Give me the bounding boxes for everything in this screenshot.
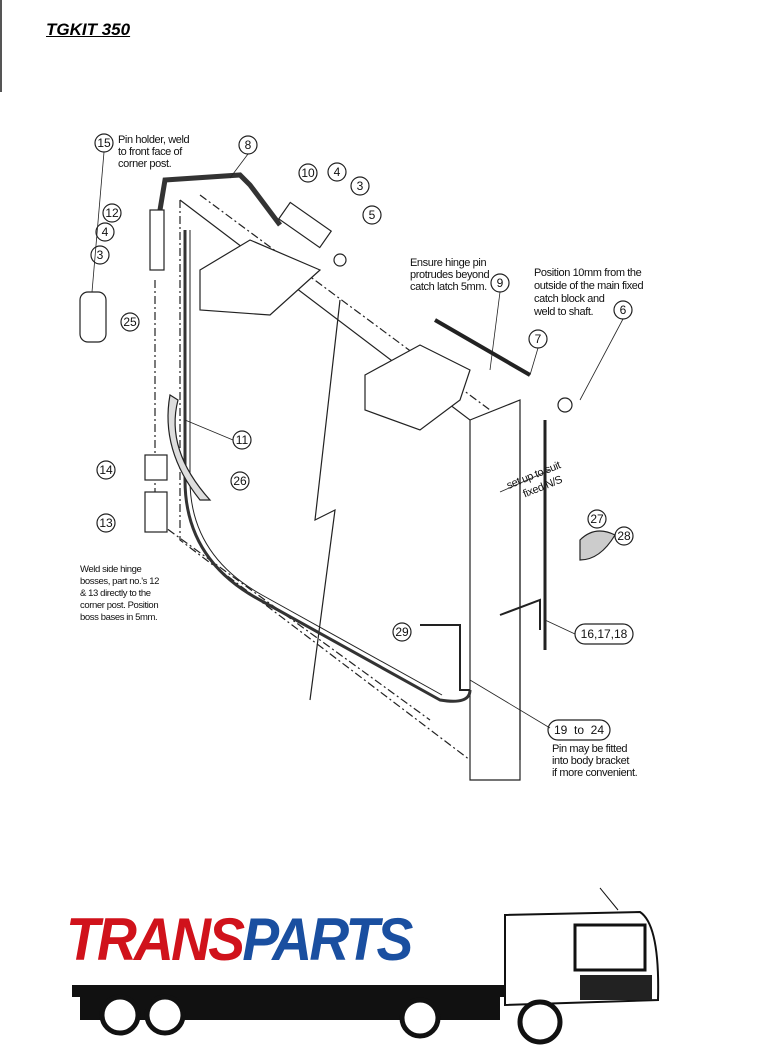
callout-6: 6	[620, 303, 627, 317]
callout-19-to-24: 19 to 24	[554, 723, 604, 737]
callouts: 15 8 10 4 3 5 12 4 3 25 9 7 6 11 14 26 1…	[90, 133, 634, 741]
callout-16-17-18: 16,17,18	[581, 627, 628, 641]
note-ensure-3: catch latch 5mm.	[410, 281, 487, 293]
note-weld-4: corner post. Position	[80, 600, 158, 611]
notes: Pin holder, weld to front face of corner…	[80, 134, 644, 779]
callout-15: 15	[97, 136, 111, 150]
boss-13	[144, 491, 168, 533]
note-weld-1: Weld side hinge	[80, 564, 142, 575]
note-pin-may-3: if more convenient.	[552, 767, 638, 779]
callout-11: 11	[236, 433, 249, 447]
note-ensure-2: protrudes beyond	[410, 269, 489, 281]
note-position-3: catch block and	[534, 293, 605, 305]
callout-3b: 3	[97, 248, 104, 262]
callout-12: 12	[105, 206, 119, 220]
note-ensure-1: Ensure hinge pin	[410, 257, 486, 269]
note-pin-holder-3: corner post.	[118, 158, 172, 170]
note-position-1: Position 10mm from the	[534, 267, 642, 279]
note-position-4: weld to shaft.	[533, 306, 594, 318]
callout-3: 3	[357, 179, 364, 193]
boss-14	[144, 454, 168, 481]
catch-block-left	[199, 239, 322, 316]
page-edge	[0, 0, 2, 92]
logo-parts: PARTS	[242, 906, 413, 973]
note-position-2: outside of the main fixed	[534, 280, 644, 292]
callout-13: 13	[99, 516, 113, 530]
catch-block-right	[364, 344, 471, 431]
callout-8: 8	[245, 138, 252, 152]
callout-14: 14	[99, 463, 113, 477]
callout-9: 9	[497, 276, 504, 290]
note-pin-may-2: into body bracket	[552, 755, 629, 767]
part-11	[167, 394, 212, 501]
callout-10: 10	[301, 166, 315, 180]
callout-28: 28	[617, 529, 631, 543]
note-weld-5: boss bases in 5mm.	[80, 612, 157, 623]
hinge-pin	[433, 318, 532, 377]
callout-4: 4	[334, 165, 341, 179]
note-pin-holder-1: Pin holder, weld	[118, 134, 190, 146]
note-weld-3: & 13 directly to the	[80, 588, 151, 599]
callout-4b: 4	[102, 225, 109, 239]
note-weld-2: bosses, part no.'s 12	[80, 576, 159, 587]
hinge-boss-12	[149, 209, 165, 271]
transparts-logo: TRANSPARTS	[66, 905, 413, 974]
pin-holder-rail	[157, 172, 282, 227]
callout-27: 27	[590, 512, 604, 526]
note-pin-may-1: Pin may be fitted	[552, 743, 627, 755]
pin-holder-15	[79, 291, 107, 343]
page-title: TGKIT 350	[46, 20, 131, 39]
callout-7: 7	[535, 332, 542, 346]
logo-trans: TRANS	[66, 906, 245, 973]
callout-5: 5	[369, 208, 376, 222]
callout-26: 26	[233, 474, 247, 488]
note-pin-holder-2: to front face of	[118, 146, 183, 158]
callout-29: 29	[395, 625, 409, 639]
exploded-diagram: 15 8 10 4 3 5 12 4 3 25 9 7 6 11 14 26 1…	[79, 133, 644, 781]
callout-25: 25	[123, 315, 137, 329]
